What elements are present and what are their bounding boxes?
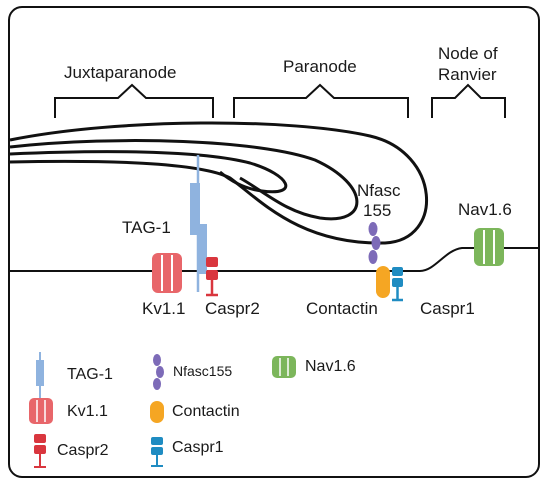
legend-contactin-icon — [150, 401, 164, 423]
juxtaparanode-bracket — [54, 83, 214, 118]
axon-membrane — [10, 247, 540, 272]
nfasc-label-line2: 155 — [363, 201, 392, 220]
legend-tag1-icon — [36, 352, 44, 398]
myelin-loop-middle — [9, 139, 359, 221]
legend-caspr2-label: Caspr2 — [57, 442, 109, 459]
paranode-label: Paranode — [283, 57, 357, 76]
myelin-loop-outer — [9, 121, 429, 245]
legend-nfasc-icon — [153, 354, 164, 390]
caspr2-molecule — [206, 257, 218, 297]
diagram-frame — [8, 6, 540, 478]
caspr1-label: Caspr1 — [420, 299, 475, 318]
nav-channel — [474, 228, 504, 266]
legend-caspr1-label: Caspr1 — [172, 439, 224, 456]
tag1-molecule — [190, 155, 207, 292]
legend-caspr2-icon — [34, 434, 46, 468]
myelin-loop-inner — [9, 150, 288, 194]
caspr1-molecule — [392, 267, 403, 302]
kv-channel — [152, 253, 182, 293]
node-label-line1: Node of — [438, 44, 498, 63]
node-label-line2: Ranvier — [438, 65, 497, 84]
nfasc155-molecule — [368, 222, 381, 264]
tag1-label: TAG-1 — [122, 218, 171, 237]
node-bracket — [431, 83, 506, 118]
paranode-bracket — [233, 83, 409, 118]
contactin-molecule — [376, 266, 390, 298]
legend-tag1-label: TAG-1 — [67, 366, 113, 383]
contactin-label: Contactin — [306, 299, 378, 318]
legend-nav-label: Nav1.6 — [305, 358, 356, 375]
legend-contactin-label: Contactin — [172, 403, 240, 420]
juxtaparanode-label: Juxtaparanode — [64, 63, 177, 82]
legend-nfasc-label: Nfasc155 — [173, 363, 233, 379]
nav-label: Nav1.6 — [458, 200, 512, 219]
nfasc-label-line1: Nfasc — [357, 181, 401, 200]
caspr2-label: Caspr2 — [205, 299, 260, 318]
legend-kv-icon — [29, 398, 53, 424]
legend-caspr1-icon — [151, 437, 163, 467]
kv-label: Kv1.1 — [142, 299, 186, 318]
legend-kv-label: Kv1.1 — [67, 403, 108, 420]
legend-nav-icon — [272, 356, 296, 378]
